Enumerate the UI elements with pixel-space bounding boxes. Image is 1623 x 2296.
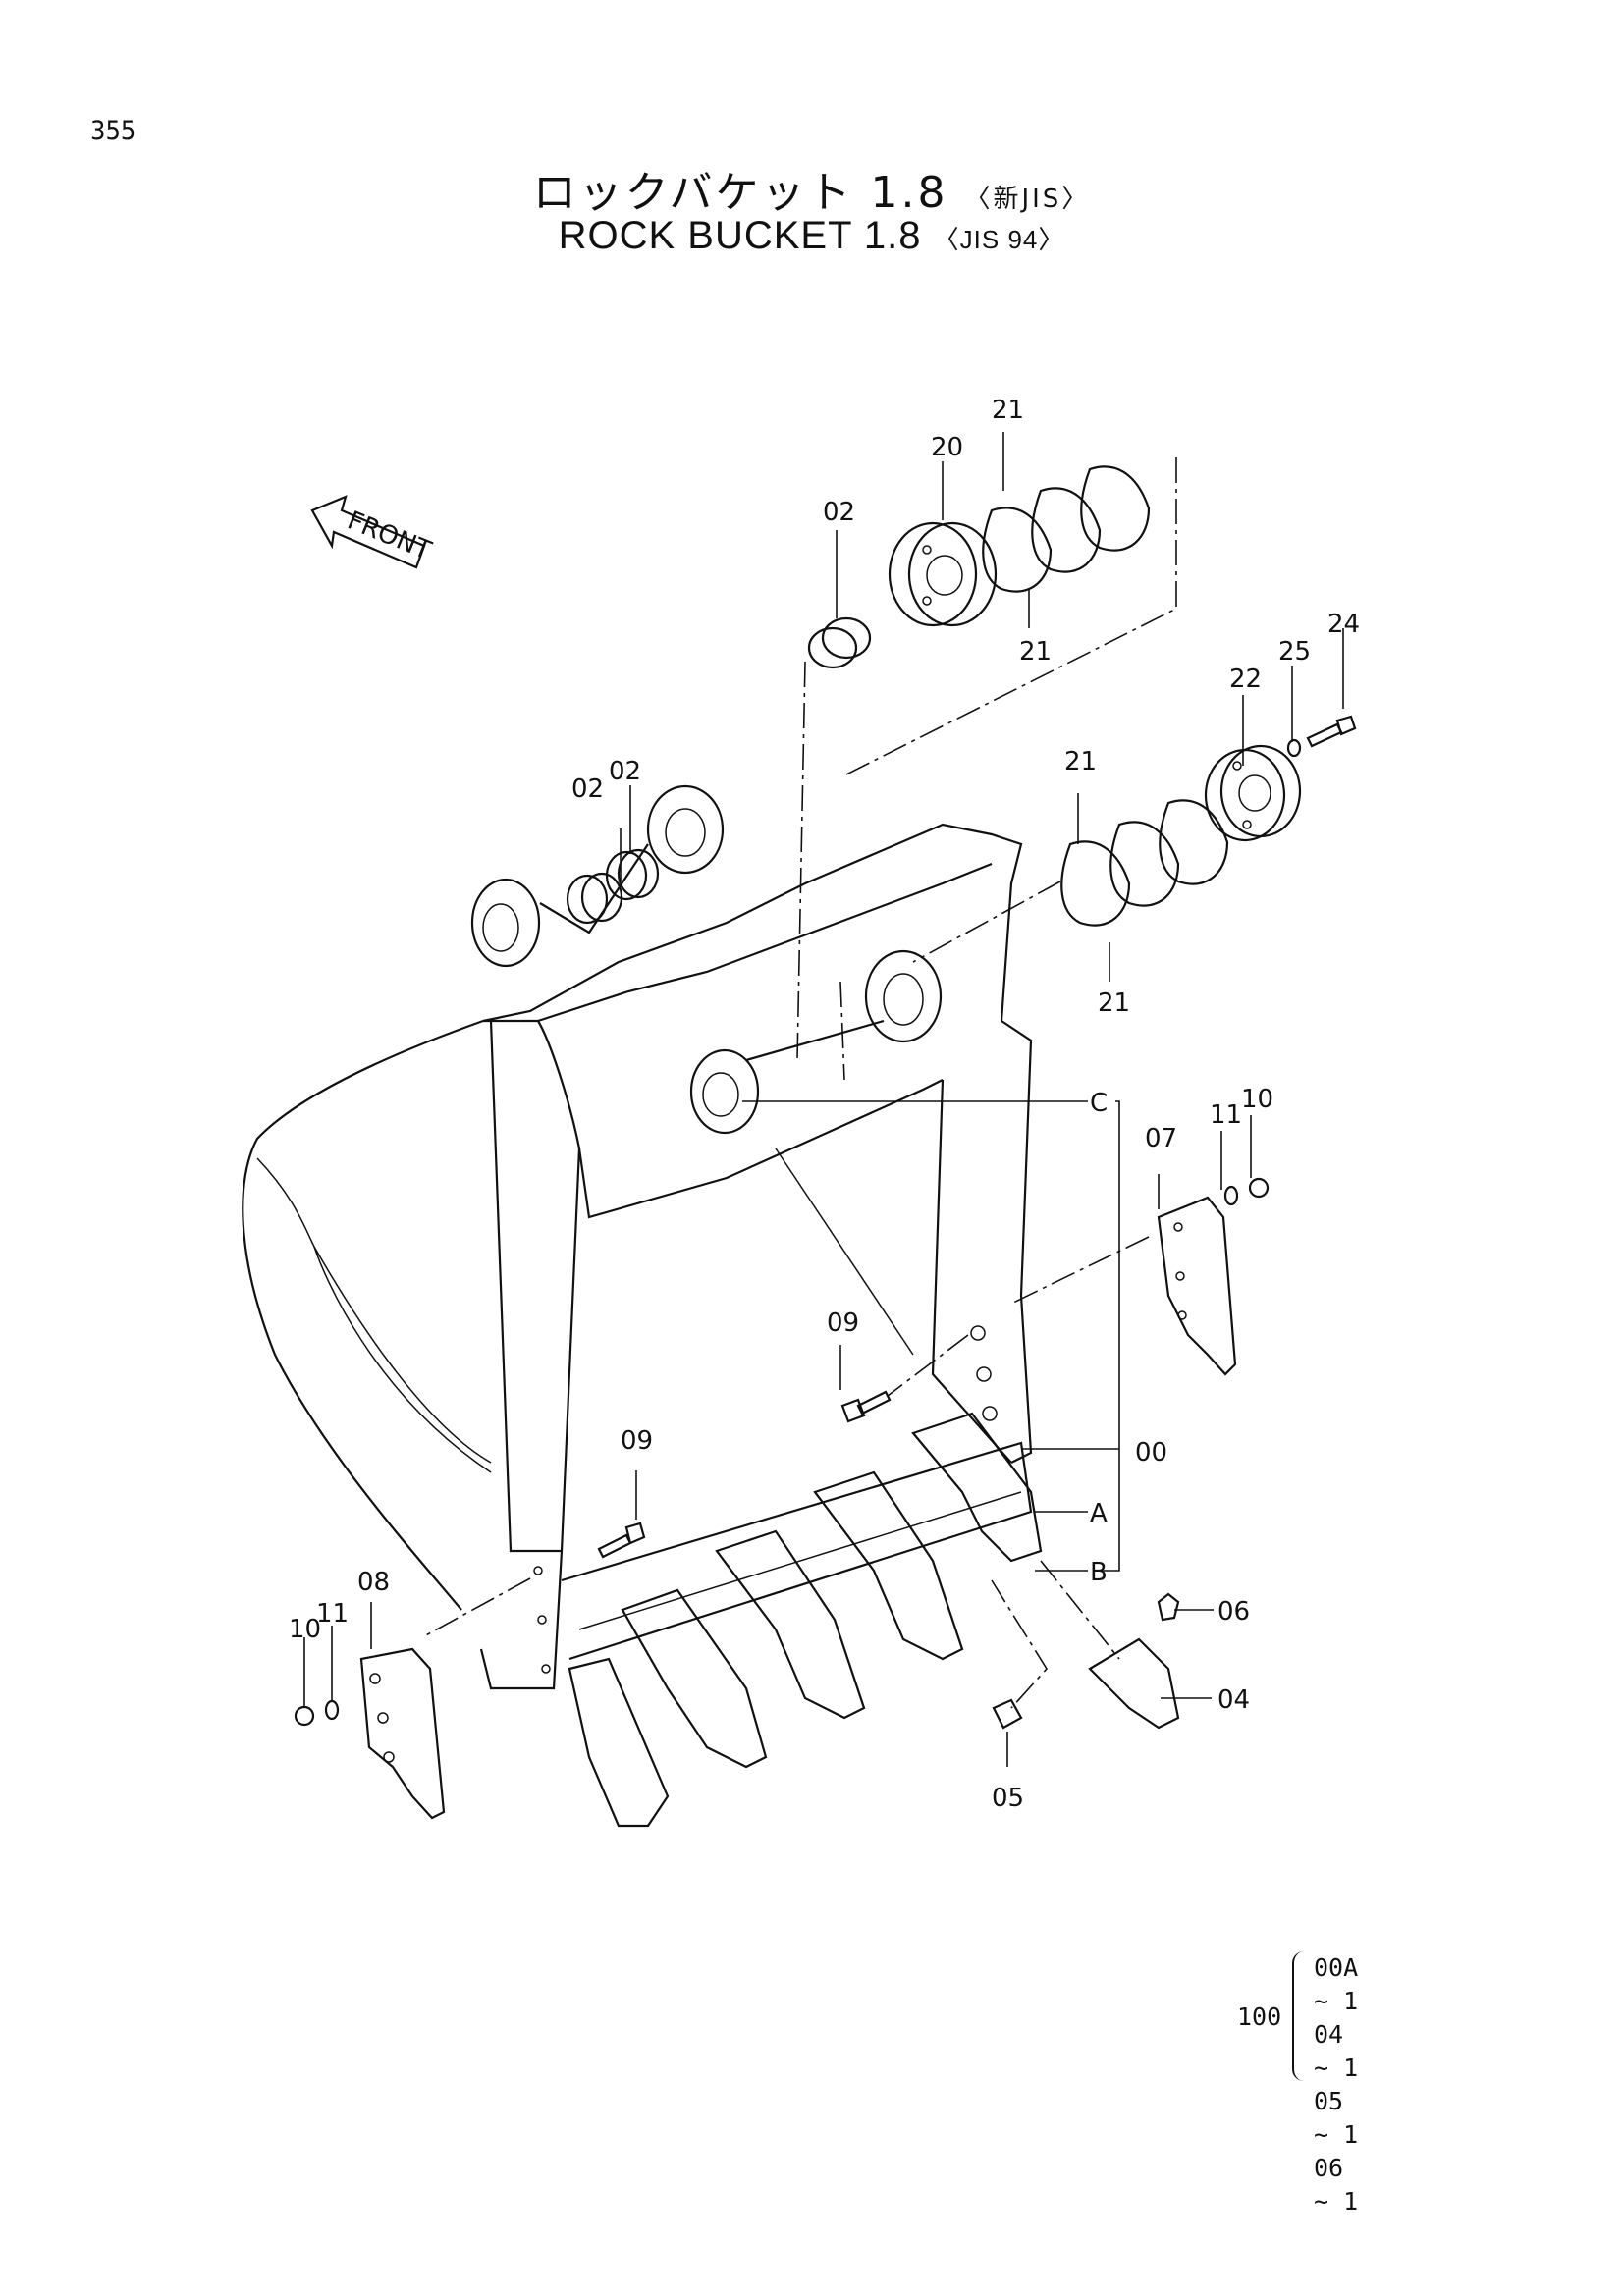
- kit-line: 04 ~ 1: [1314, 2020, 1359, 2082]
- callout-02: 02: [609, 757, 641, 786]
- adapter-05: [992, 1698, 1023, 1730]
- tooth-04: [1088, 1637, 1180, 1730]
- side-cutter-08: [359, 1647, 446, 1820]
- title-en-text: ROCK BUCKET 1.8: [558, 214, 922, 257]
- title-japanese: ロックバケット 1.8 〈新JIS〉: [0, 157, 1623, 220]
- washer-11-left: [324, 1699, 340, 1721]
- kit-line: 05 ~ 1: [1314, 2087, 1359, 2149]
- bucket-body: [242, 823, 1033, 1690]
- callout-06: 06: [1217, 1597, 1250, 1627]
- bucket-bosses: [470, 784, 943, 1135]
- callout-10: 10: [289, 1615, 321, 1644]
- nut-10-left: [294, 1705, 315, 1727]
- callout-02: 02: [823, 498, 855, 527]
- part-22: [1204, 744, 1302, 842]
- callout-A: A: [1090, 1499, 1108, 1528]
- nut-10-right: [1248, 1177, 1270, 1199]
- dash-dot-lines: [421, 457, 1177, 1709]
- kit-brace: [1292, 1951, 1306, 2081]
- callout-05: 05: [992, 1784, 1024, 1813]
- bolt-09-right: [840, 1390, 892, 1423]
- callout-11: 11: [1210, 1100, 1242, 1130]
- callout-21: 21: [1098, 988, 1130, 1018]
- callout-21: 21: [1064, 747, 1097, 776]
- callout-09: 09: [827, 1308, 859, 1338]
- title-en-note: 〈JIS 94〉: [933, 225, 1065, 254]
- title-jp-note: 〈新JIS〉: [964, 185, 1091, 214]
- washer-25: [1286, 738, 1302, 758]
- pin-06: [1157, 1592, 1180, 1622]
- teeth: [568, 1412, 1043, 1828]
- bolt-09-left: [597, 1522, 646, 1559]
- title-english: ROCK BUCKET 1.8 〈JIS 94〉: [0, 214, 1623, 258]
- callout-10: 10: [1241, 1085, 1273, 1114]
- bolt-24: [1306, 715, 1357, 748]
- callout-07: 07: [1145, 1124, 1177, 1153]
- callout-22: 22: [1229, 665, 1262, 694]
- part-20: [888, 521, 998, 627]
- side-cutter-07: [1157, 1196, 1237, 1376]
- shims-21-top: [982, 465, 1151, 593]
- shims-21-right: [1060, 799, 1229, 927]
- front-arrow: FRONT: [310, 495, 436, 569]
- callout-11: 11: [316, 1599, 349, 1629]
- callout-09: 09: [621, 1426, 653, 1456]
- bushings-02: [566, 616, 872, 925]
- page-number: 355: [90, 116, 136, 146]
- kit-line: 06 ~ 1: [1314, 2154, 1359, 2216]
- kit-code: 100: [1237, 2002, 1282, 2031]
- kit-line: 00A ~ 1: [1314, 1953, 1359, 2015]
- washer-11-right: [1223, 1185, 1239, 1206]
- callout-08: 08: [357, 1568, 390, 1597]
- callout-04: 04: [1217, 1685, 1250, 1715]
- callout-21: 21: [1019, 637, 1052, 667]
- callout-C: C: [1090, 1089, 1108, 1118]
- callout-labels: 21 20 02 21 24 25 22 21 02 02 21 C 10 11…: [289, 396, 1360, 1813]
- callout-02: 02: [571, 774, 604, 804]
- callout-25: 25: [1278, 637, 1311, 667]
- callout-20: 20: [931, 433, 963, 462]
- front-arrow-label: FRONT: [344, 506, 436, 565]
- kit-lines: 00A ~ 1 04 ~ 1 05 ~ 1 06 ~ 1: [1314, 1951, 1358, 2218]
- callout-24: 24: [1327, 610, 1360, 639]
- callout-00: 00: [1135, 1438, 1167, 1468]
- callout-B: B: [1090, 1558, 1108, 1587]
- title-jp-text: ロックバケット 1.8: [532, 168, 948, 218]
- callout-21: 21: [992, 396, 1024, 425]
- leader-lines: [303, 432, 1344, 1767]
